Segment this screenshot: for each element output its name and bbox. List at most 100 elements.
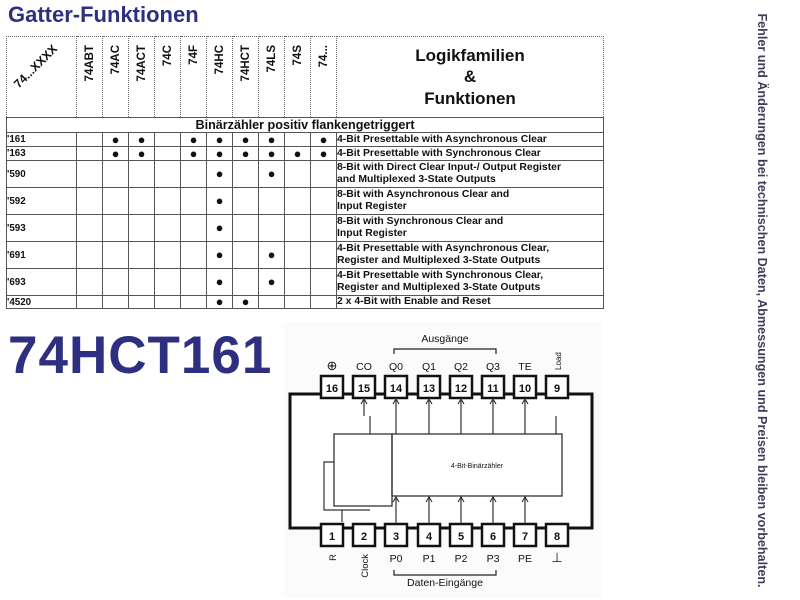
description-line: and Multiplexed 3-State Outputs: [337, 174, 496, 185]
availability-cell: [232, 268, 259, 296]
ic-type-cell: '161: [6, 132, 77, 147]
availability-dot: ●: [310, 132, 337, 147]
pin-label: Q0: [389, 361, 403, 373]
availability-dot: ●: [180, 132, 207, 147]
availability-cell: [284, 241, 311, 269]
availability-cell: [76, 146, 103, 161]
family-header: 74F: [180, 36, 207, 118]
pin-number: 5: [458, 531, 464, 543]
availability-cell: [102, 241, 129, 269]
output-arrow-icon: [521, 397, 529, 405]
pin-label: TE: [518, 361, 531, 373]
disclaimer-note: Fehler und Änderungen bei technischen Da…: [755, 13, 769, 588]
pin-label: Q1: [422, 361, 436, 373]
output-arrow-icon: [392, 397, 400, 405]
pin-number: 6: [490, 531, 496, 543]
pin-label: CO: [356, 361, 372, 373]
availability-dot: ●: [206, 146, 233, 161]
availability-dot: ●: [102, 146, 129, 161]
pin-label: Q2: [454, 361, 468, 373]
family-header: 74HC: [206, 36, 233, 118]
availability-cell: [284, 187, 311, 215]
availability-dot: ●: [206, 132, 233, 147]
availability-cell: [154, 295, 181, 309]
description-line: 8-Bit with Asynchronous Clear and: [337, 189, 510, 200]
availability-dot: ●: [258, 160, 285, 188]
availability-cell: [258, 187, 285, 215]
ic-type-cell: '593: [6, 214, 77, 242]
table-row: '161●●●●●●●4-Bit Presettable with Asynch…: [6, 132, 604, 147]
availability-cell: [128, 241, 155, 269]
availability-cell: [232, 160, 259, 188]
availability-dot: ●: [206, 241, 233, 269]
pin-box: [544, 522, 570, 548]
availability-dot: ●: [258, 146, 285, 161]
availability-cell: [154, 241, 181, 269]
pin-label: PE: [518, 553, 532, 565]
input-arrow-icon: [489, 495, 497, 503]
description-line: Register and Multiplexed 3-State Outputs: [337, 255, 541, 266]
pin-number: 16: [326, 383, 338, 395]
availability-dot: ●: [232, 295, 259, 309]
pin-number: 14: [390, 383, 403, 395]
pin-label: P0: [390, 553, 403, 565]
outputs-group-label: Ausgänge: [421, 333, 468, 345]
availability-cell: [154, 187, 181, 215]
pin-label: R: [328, 554, 339, 561]
availability-cell: [180, 268, 207, 296]
pin-number: 3: [393, 531, 399, 543]
availability-dot: ●: [206, 295, 233, 309]
availability-cell: [232, 214, 259, 242]
description-line: 4-Bit Presettable with Asynchronous Clea…: [337, 243, 550, 254]
inputs-group-label: Daten-Eingänge: [407, 577, 483, 589]
pinout-diagram: 4-Bit-Binärzähler Ausgänge Daten-Eingäng…: [284, 322, 602, 598]
availability-cell: [284, 132, 311, 147]
input-arrow-icon: [425, 495, 433, 503]
pin-box: [544, 374, 570, 400]
availability-dot: ●: [258, 241, 285, 269]
availability-cell: [258, 214, 285, 242]
availability-cell: [284, 268, 311, 296]
availability-dot: ●: [206, 268, 233, 296]
table-row: '590●●8-Bit with Direct Clear Input-/ Ou…: [6, 160, 604, 188]
availability-dot: ●: [206, 160, 233, 188]
pin-label: Load: [554, 352, 563, 370]
availability-cell: [102, 160, 129, 188]
availability-cell: [310, 214, 337, 242]
availability-cell: [154, 268, 181, 296]
gate-function-table: 74...XXXX 74ABT 74AC 74ACT 74C 74F 74HC …: [6, 36, 604, 309]
pin-number: 8: [554, 531, 560, 543]
availability-cell: [154, 160, 181, 188]
description-line: 4-Bit Presettable with Synchronous Clear: [337, 147, 541, 159]
function-column-header: Logikfamilien & Funktionen: [336, 36, 604, 118]
availability-dot: ●: [284, 146, 311, 161]
availability-cell: [128, 187, 155, 215]
availability-cell: [232, 187, 259, 215]
availability-cell: [128, 295, 155, 309]
availability-cell: [154, 214, 181, 242]
pin-number: 15: [358, 383, 370, 395]
availability-cell: [102, 295, 129, 309]
signal-line: [323, 461, 370, 511]
output-arrow-icon: [360, 397, 368, 405]
family-header: 74AC: [102, 36, 129, 118]
ground-icon: ⊥: [551, 550, 562, 565]
description-line: Register and Multiplexed 3-State Outputs: [337, 282, 541, 293]
family-header: 74S: [284, 36, 311, 118]
pin-label: Q3: [486, 361, 500, 373]
pin-box: [351, 522, 377, 548]
availability-cell: [180, 295, 207, 309]
availability-cell: [76, 160, 103, 188]
description-line: 8-Bit with Synchronous Clear and: [337, 216, 504, 227]
pin-number: 11: [487, 383, 499, 395]
pin-label: P1: [423, 553, 436, 565]
availability-cell: [310, 295, 337, 309]
pin-box: [319, 522, 345, 548]
output-arrow-icon: [489, 397, 497, 405]
pin-number: 1: [329, 531, 335, 543]
availability-cell: [76, 268, 103, 296]
availability-cell: [284, 160, 311, 188]
pin-label: Clock: [360, 554, 371, 578]
